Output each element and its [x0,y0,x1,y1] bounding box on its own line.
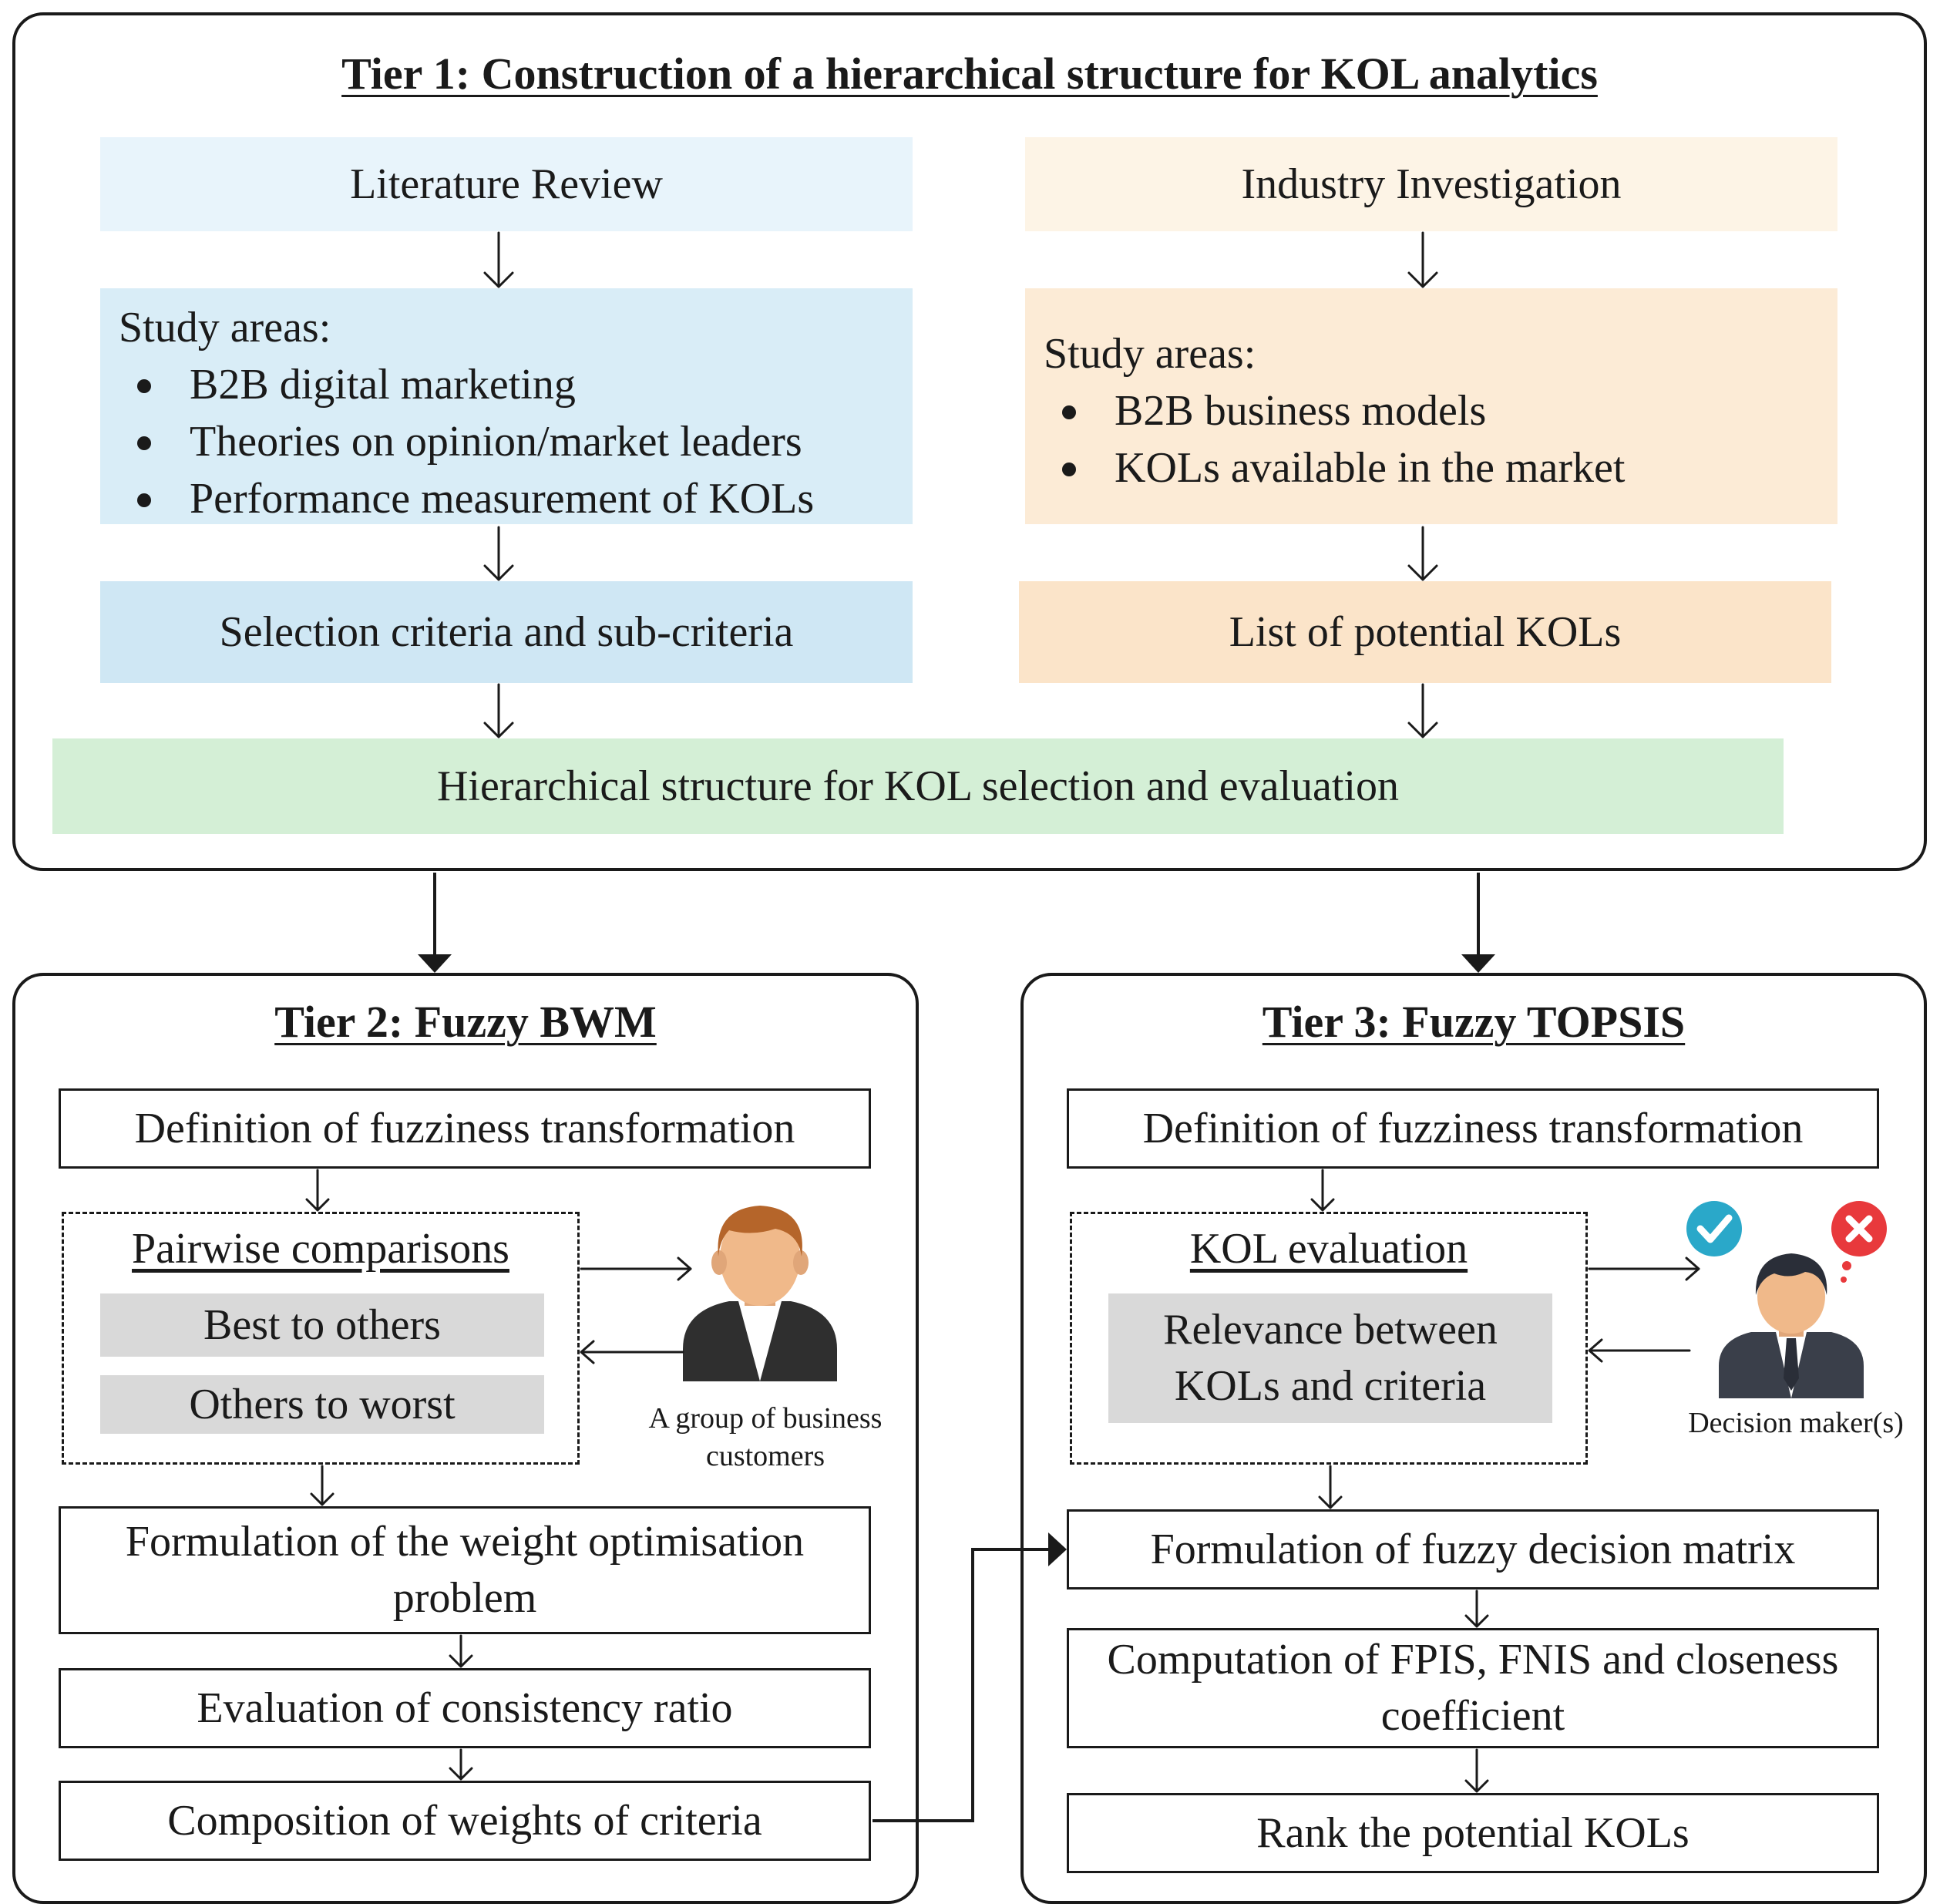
arrowhead-tier2 [418,954,452,973]
arrow-t2-step3-to-step4 [449,1748,473,1781]
industry-study-title: Study areas: [1044,330,1256,378]
tier2-optimisation-step: Formulation of the weight optimisation p… [59,1506,871,1634]
industry-study-areas: Study areas: B2B business models KOLs av… [1025,288,1837,524]
kol-evaluation-title: KOL evaluation [1189,1225,1468,1273]
arrow-matrix-to-fpis [1464,1589,1489,1628]
hierarchical-structure-box: Hierarchical structure for KOL selection… [52,738,1784,834]
cross-icon [1831,1201,1887,1256]
tier3-decision-matrix-step: Formulation of fuzzy decision matrix [1067,1509,1879,1589]
arrowhead-tier3 [1461,954,1495,973]
arrow-pairwise-to-customers [580,1256,692,1281]
industry-study-item: KOLs available in the market [1044,439,1819,496]
tier3-fuzziness-step: Definition of fuzziness transformation [1067,1088,1879,1169]
business-customers-caption-line2: customers [705,1440,825,1473]
industry-study-item: B2B business models [1044,382,1819,439]
arrow-list-to-hierarchy [1407,683,1438,738]
best-to-others-box: Best to others [100,1293,544,1357]
tier2-fuzziness-step: Definition of fuzziness transformation [59,1088,871,1169]
relevance-box: Relevance between KOLs and criteria [1108,1293,1552,1423]
arrow-dm-to-eval [1588,1338,1691,1363]
arrow-lit-study-to-criteria [483,526,514,581]
arrow-fpis-to-rank [1464,1748,1489,1793]
arrow-t2-step1-to-pairwise [305,1169,330,1212]
arrowhead-matrix [1048,1532,1067,1566]
arrow-t2-step2-to-step3 [449,1634,473,1668]
business-customers-caption-line1: A group of business [648,1402,883,1435]
arrow-eval-to-matrix [1318,1465,1343,1509]
arrow-ind-study-to-list [1407,526,1438,581]
others-to-worst-box: Others to worst [100,1375,544,1434]
arrow-eval-to-dm [1588,1256,1700,1281]
literature-review-box: Literature Review [100,137,913,231]
tier3-rank-step: Rank the potential KOLs [1067,1793,1879,1873]
arrow-customers-to-pairwise [580,1340,684,1364]
arrow-criteria-to-hierarchy [483,683,514,738]
business-customers-caption: A group of business customers [623,1400,908,1476]
potential-kols-box: List of potential KOLs [1019,581,1831,683]
decision-maker-icon [1719,1253,1864,1398]
arrow-weights-to-matrix [872,1548,1051,1822]
arrow-lit-to-study [483,231,514,288]
tier3-fpis-fnis-step: Computation of FPIS, FNIS and closeness … [1067,1628,1879,1748]
arrow-pairwise-to-step2 [310,1465,335,1506]
literature-study-item: Performance measurement of KOLs [119,470,894,527]
literature-study-item: Theories on opinion/market leaders [119,413,894,470]
industry-investigation-box: Industry Investigation [1025,137,1837,231]
pairwise-comparisons-title: Pairwise comparisons [132,1225,509,1273]
decision-maker-caption: Decision maker(s) [1688,1407,1904,1439]
tier1-title: Tier 1: Construction of a hierarchical s… [341,49,1598,99]
tier2-consistency-step: Evaluation of consistency ratio [59,1668,871,1748]
arrow-ind-to-study [1407,231,1438,288]
literature-study-item: B2B digital marketing [119,356,894,413]
tier2-title: Tier 2: Fuzzy BWM [274,997,657,1047]
check-icon [1686,1201,1742,1256]
tier2-weights-step: Composition of weights of criteria [59,1781,871,1861]
pairwise-comparisons-group [62,1212,580,1465]
businessman-icon [683,1206,837,1381]
literature-study-title: Study areas: [119,304,331,352]
selection-criteria-box: Selection criteria and sub-criteria [100,581,913,683]
arrow-t3-step1-to-eval [1310,1169,1335,1212]
literature-study-areas: Study areas: B2B digital marketing Theor… [100,288,913,524]
tier3-title: Tier 3: Fuzzy TOPSIS [1262,997,1686,1047]
kol-evaluation-group [1070,1212,1588,1465]
